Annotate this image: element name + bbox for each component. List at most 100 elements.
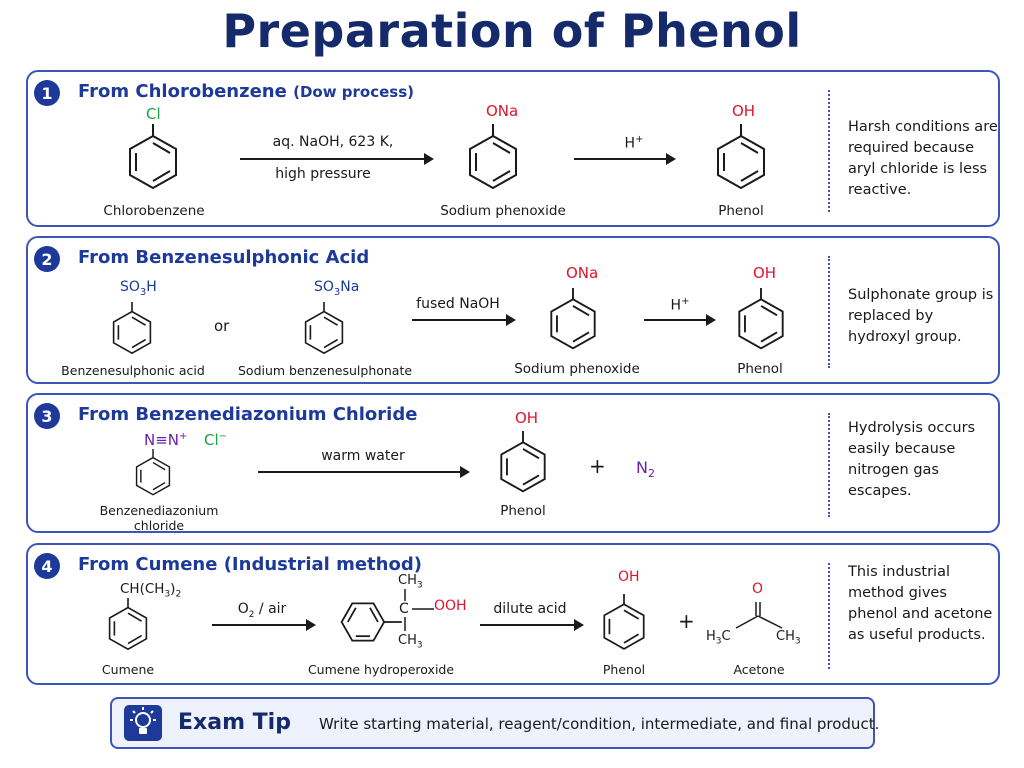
compound-label: Cumene hydroperoxide: [307, 662, 455, 677]
compound-label: Benzenediazonium: [99, 503, 219, 518]
method-heading: From Benzenesulphonic Acid: [78, 247, 370, 268]
substituent-label: OH: [753, 264, 777, 282]
methyl-text: H: [706, 629, 716, 644]
group-text: SO: [314, 279, 334, 295]
reaction-arrow: [480, 619, 584, 631]
acetone-skeleton: [735, 602, 783, 629]
heading-subtext: (Dow process): [293, 83, 415, 101]
compound-label: Sodium phenoxide: [514, 361, 640, 377]
methyl-group: CH3: [398, 633, 423, 651]
group-text: CH(CH: [120, 581, 165, 597]
methyl-group: CH3: [398, 573, 423, 591]
method-note: Sulphonate group is replaced by hydroxyl…: [848, 287, 994, 345]
byproduct-subscript: 2: [647, 467, 655, 481]
reaction-arrow: [258, 466, 470, 478]
methyl-subscript: 3: [715, 636, 722, 647]
method-note: Hydrolysis occurs easily because nitroge…: [848, 420, 976, 499]
section-divider: [828, 563, 830, 669]
section-divider: [828, 413, 830, 517]
reaction-condition: fused NaOH: [416, 296, 500, 312]
method-3-panel: 3 From Benzenediazonium Chloride N≡N+ Cl…: [26, 393, 1000, 533]
reagent-subscript: 2: [248, 609, 255, 620]
substituent-label: OH: [515, 409, 539, 427]
benzene-ring: [135, 449, 171, 496]
method-2-panel: 2 From Benzenesulphonic Acid SO3H Benzen…: [26, 236, 1000, 384]
benzene-ring: [469, 124, 517, 190]
compound-label: Phenol: [718, 203, 764, 219]
reaction-arrow: [212, 619, 316, 631]
bond-lines: [404, 589, 434, 631]
compound-label: Sodium phenoxide: [440, 203, 566, 219]
benzene-ring: [717, 124, 765, 190]
methyl-text: CH: [776, 629, 795, 644]
compound-label: Cumene: [101, 662, 155, 677]
heading-text: From Chlorobenzene: [78, 81, 287, 102]
group-text: N≡N: [144, 431, 180, 449]
method-note: Harsh conditions are required because ar…: [848, 119, 998, 198]
reaction-arrow: [574, 153, 676, 165]
method-heading: From Benzenediazonium Chloride: [78, 404, 418, 425]
reaction-condition: aq. NaOH, 623 K,: [272, 134, 394, 150]
hydroperoxide-group: OOH: [434, 598, 467, 614]
step-number-badge: 1: [34, 80, 60, 106]
compound-label: Sodium benzenesulphonate: [238, 363, 413, 378]
method-heading: From Cumene (Industrial method): [78, 554, 422, 575]
acid-charge: +: [681, 296, 690, 307]
exam-tip-text: Write starting material, reagent/conditi…: [319, 715, 880, 733]
lightbulb-icon: [124, 705, 162, 741]
byproduct-text: N: [636, 458, 648, 477]
reaction-condition: high pressure: [275, 166, 371, 182]
group-end: H: [146, 279, 157, 295]
benzene-ring: [550, 288, 596, 350]
benzene-ring: [603, 594, 645, 650]
methyl-group: H3C: [706, 629, 731, 647]
group-subscript: 2: [175, 589, 182, 600]
benzene-ring: [738, 288, 784, 350]
method-heading: From Chlorobenzene (Dow process): [78, 81, 414, 102]
group-charge: +: [179, 431, 188, 442]
plus-sign: +: [589, 454, 606, 478]
group-subscript: 3: [164, 589, 171, 600]
section-divider: [828, 90, 830, 212]
step-number-badge: 4: [34, 553, 60, 579]
reaction-arrow: [644, 314, 716, 326]
methyl-text: CH: [398, 633, 417, 648]
group-text: SO: [120, 279, 140, 295]
diazonium-group: N≡N+: [144, 431, 187, 449]
compound-label: Phenol: [602, 662, 646, 677]
benzene-ring: [112, 302, 152, 355]
group-subscript: 3: [139, 286, 147, 298]
substituent-label: CH(CH3)2: [120, 581, 181, 600]
exam-tip-box: Exam Tip Write starting material, reagen…: [110, 697, 879, 749]
reaction-condition: H+: [614, 134, 654, 152]
compound-label: Phenol: [500, 503, 546, 519]
byproduct-formula: N2: [636, 458, 655, 480]
method-note: This industrial method gives phenol and …: [848, 564, 993, 643]
step-number-badge: 3: [34, 403, 60, 429]
benzene-ring: [304, 302, 344, 355]
methyl-group: CH3: [776, 629, 801, 647]
substituent-label: SO3H: [120, 279, 157, 298]
exam-tip-title: Exam Tip: [178, 710, 291, 735]
benzene-ring: [340, 602, 402, 642]
reaction-condition: warm water: [321, 448, 405, 464]
compound-label: Benzenesulphonic acid: [61, 363, 205, 378]
reaction-condition: dilute acid: [493, 601, 567, 617]
substituent-label: OH: [618, 569, 640, 585]
heading-text: From Cumene: [78, 554, 218, 575]
acid-charge: +: [635, 134, 644, 145]
substituent-label: Cl: [146, 105, 161, 123]
substituent-label: OH: [732, 102, 756, 120]
reagent-end: / air: [254, 601, 287, 617]
method-1-panel: 1 From Chlorobenzene (Dow process) Cl Ch…: [26, 70, 1000, 227]
benzene-ring: [500, 431, 546, 493]
substituent-label: ONa: [486, 102, 519, 120]
reagent-text: O: [237, 601, 249, 617]
reaction-arrow: [240, 153, 434, 165]
page-title: Preparation of Phenol: [222, 4, 802, 58]
or-text: or: [214, 317, 230, 335]
reaction-condition: H+: [660, 296, 700, 314]
methyl-subscript: 3: [794, 636, 801, 647]
carbonyl-oxygen: O: [752, 581, 764, 597]
reaction-condition: O2 / air: [212, 601, 312, 620]
